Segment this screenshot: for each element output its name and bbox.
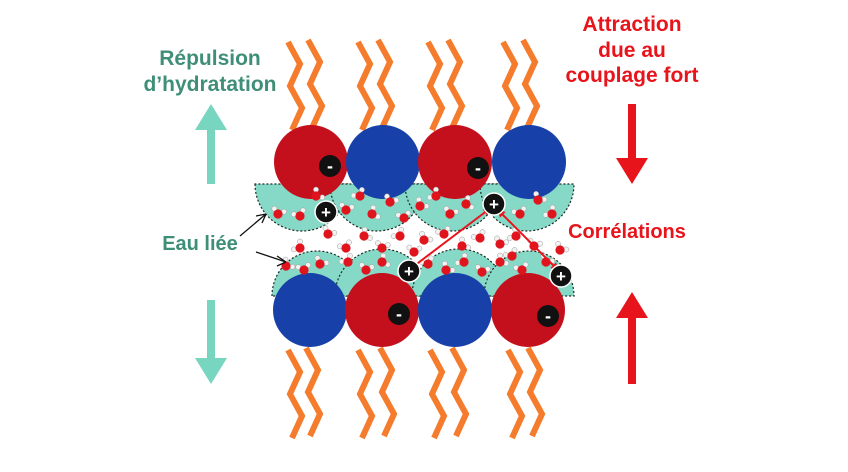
water-molecule [527,237,543,251]
plus-charge: + [482,192,506,216]
anion-head [345,273,419,347]
upper-tail [425,40,446,132]
water-molecule [384,193,400,207]
water-molecule [377,252,391,268]
attraction-line-2: due au [598,38,666,62]
positive-charges: + + + + [314,192,573,288]
water-molecule [395,210,411,223]
attraction-line-1: Attraction [582,13,682,36]
upper-tail [445,38,466,130]
plus-sign: + [556,267,566,286]
lower-tail [525,346,546,438]
plus-sign: + [321,203,331,222]
lipid-tails [285,38,546,440]
down-arrow [195,300,227,384]
water-molecule [419,231,434,245]
plus-charge: + [397,259,421,283]
water-molecule [311,186,326,201]
attraction-arrows [616,104,648,384]
minus-sign: - [545,306,551,326]
plus-sign: + [404,262,414,281]
upper-tail [285,40,306,132]
plus-sign: + [489,195,499,214]
water-molecule [322,225,338,239]
water-molecule [336,239,352,253]
upper-tail [375,38,396,130]
upper-head-groups [274,125,566,199]
water-molecule [406,244,423,257]
correlation-arrows [410,207,559,271]
lower-tail [449,346,470,438]
minus-charge: - [388,303,410,325]
attraction-label: Attraction due au couplage fort [546,12,718,89]
pointer-arrow [255,251,287,267]
water-molecule [339,202,355,215]
lower-tail [303,346,324,438]
water-molecule [470,229,486,243]
plus-charge: + [549,264,573,288]
lower-head-groups [273,273,565,347]
neutral-head [346,125,420,199]
water-molecule [271,205,287,219]
upper-tail [305,38,326,130]
lower-tail [355,348,376,440]
water-molecule [290,207,306,221]
minus-sign: - [327,156,333,176]
anion-head [491,273,565,347]
water-molecule [426,186,441,201]
water-molecule [533,191,548,205]
water-molecule [457,236,472,251]
water-molecule [295,262,311,275]
upper-tail [520,38,541,130]
lower-tail [377,346,398,438]
attraction-line-3: couplage fort [565,64,699,88]
water-molecule [359,262,375,275]
upper-tail [500,40,521,132]
minus-charge: - [537,305,559,327]
negative-charges: - - - - [319,155,559,327]
pointer-arrow [239,213,267,237]
minus-sign: - [475,158,481,178]
correlation-arrow [410,207,492,269]
lower-tail [427,348,448,440]
minus-charge: - [467,157,489,179]
upper-tail [355,40,376,132]
bound-water-label: Eau liée [162,233,238,255]
anion-head [274,125,348,199]
bound-water-pointers [239,213,287,267]
hydration-repulsion-arrows [195,104,227,384]
repulsion-line-2: d’hydratation [143,72,277,96]
water-molecule [314,255,330,269]
water-molecule [359,226,373,241]
minus-charge: - [319,155,341,177]
correlations-label: Corrélations [568,221,686,243]
hydration-repulsion-label: Répulsion d’hydratation [128,46,292,97]
water-molecule [367,204,381,220]
water-molecule [494,235,510,249]
water-molecule [290,238,305,253]
minus-sign: - [396,304,402,324]
up-arrow [195,104,227,184]
plus-charge: + [314,200,338,224]
water-molecule [390,226,405,241]
down-arrow [616,104,648,184]
neutral-head [492,125,566,199]
correlation-arrow [497,209,559,271]
neutral-head [273,273,347,347]
neutral-head [418,273,492,347]
up-arrow [616,292,648,384]
lower-tail [285,348,306,440]
water-molecule [350,187,365,201]
water-molecule [375,240,391,253]
water-molecule [338,253,353,267]
lower-tail [505,348,526,440]
anion-head [418,125,492,199]
repulsion-line-1: Répulsion [159,47,261,70]
